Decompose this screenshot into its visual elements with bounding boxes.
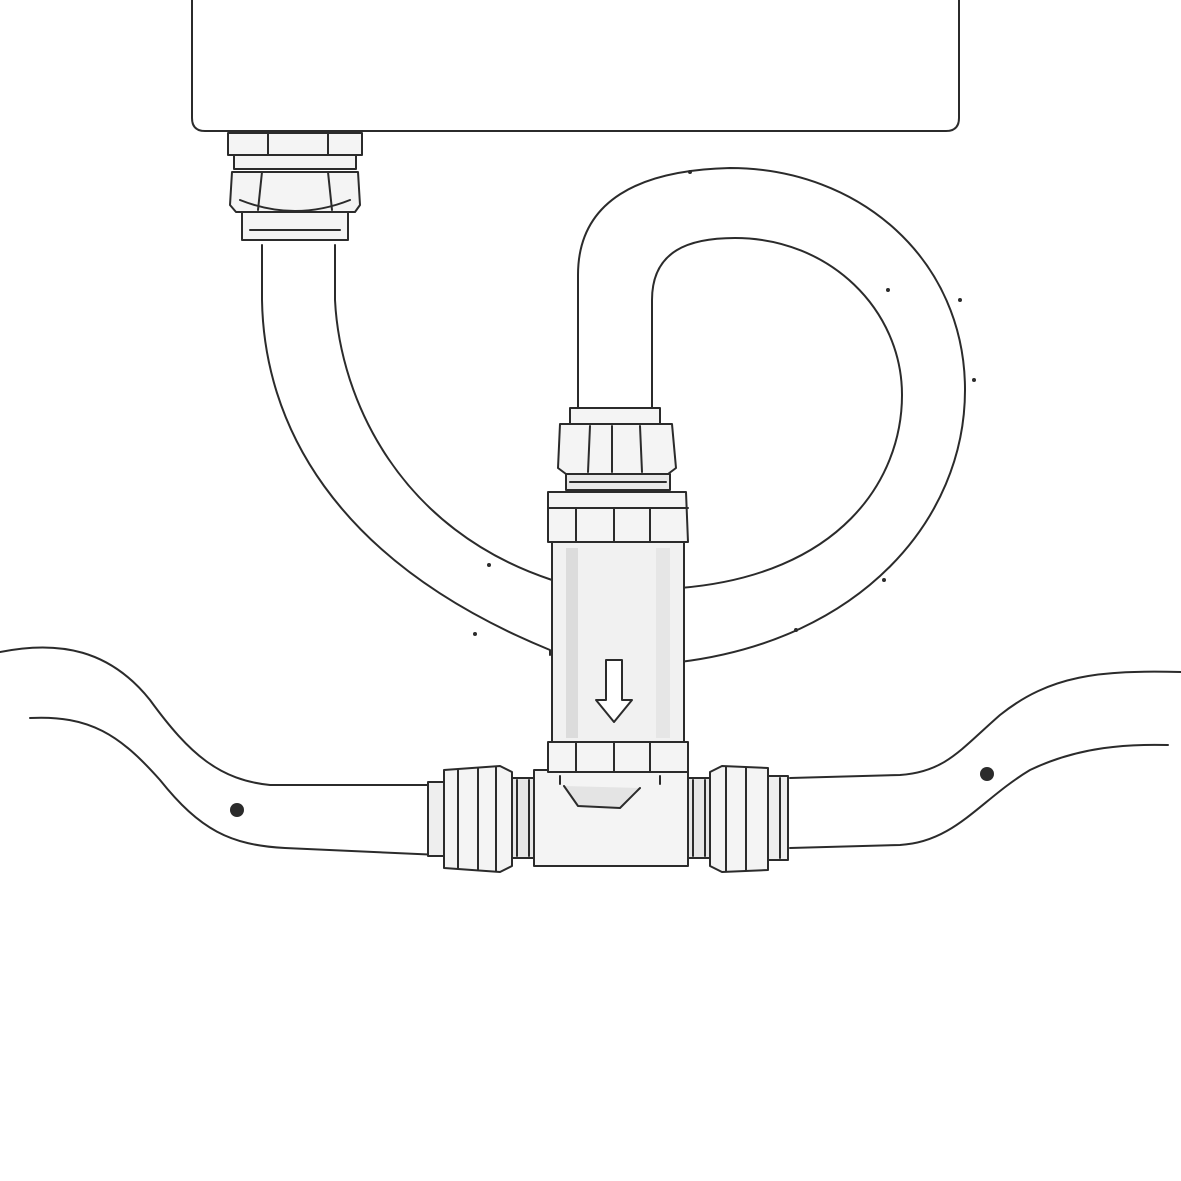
flow-arrow-down-icon bbox=[595, 659, 633, 723]
tee-fitting-icon bbox=[427, 765, 789, 873]
appliance-box-icon bbox=[191, 0, 960, 132]
appliance-outlet-fitting bbox=[227, 132, 363, 241]
main-pipe bbox=[0, 646, 1181, 856]
flexible-hose-icon bbox=[261, 167, 976, 663]
pipe-marker-dot-right bbox=[980, 767, 994, 781]
pipe-marker-dot-left bbox=[230, 803, 244, 817]
check-valve-icon bbox=[547, 407, 689, 773]
